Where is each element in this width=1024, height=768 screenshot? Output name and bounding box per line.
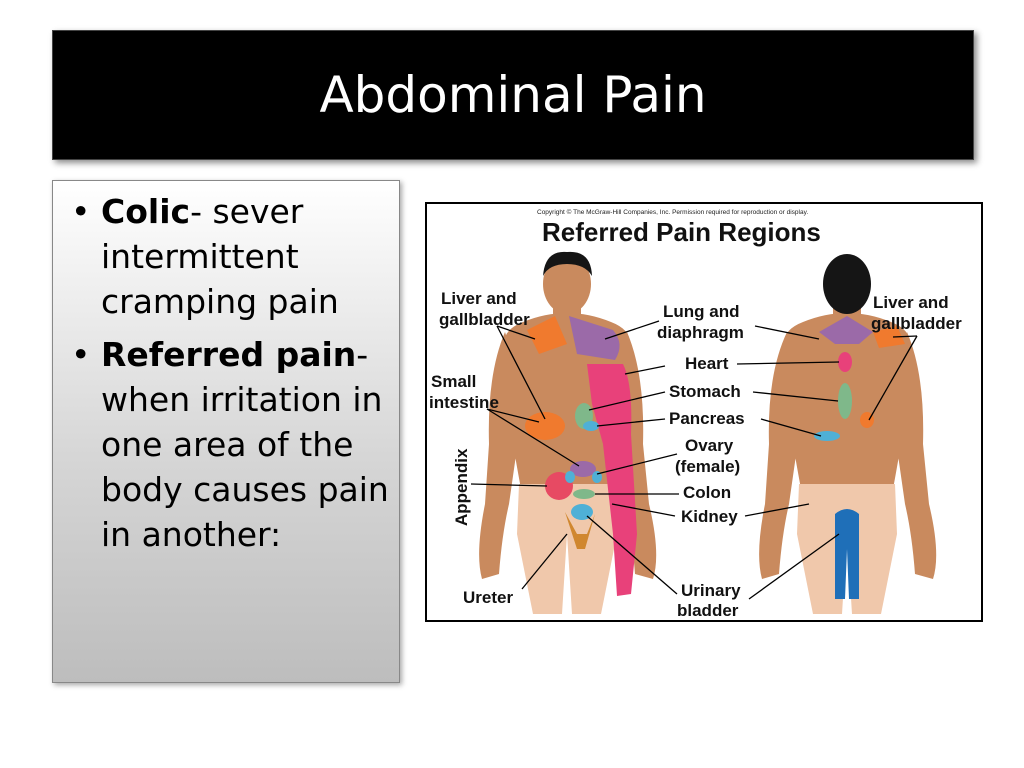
leader-line [748,533,840,600]
bullet-colic: • Colic- sever intermittent cramping pai… [71,189,389,324]
back-body [759,254,937,614]
label-appendix: Appendix [452,448,471,526]
label-lung: Lung and [663,302,739,321]
figure-title: Referred Pain Regions [542,217,821,247]
label-stomach: Stomach [669,382,741,401]
leader-lines [470,320,918,600]
label-urinary-bladder: Urinary [681,581,741,600]
front-liver-region [525,412,565,440]
front-hair [543,251,592,276]
leader-line [754,325,820,340]
bullet-referred-pain: • Referred pain- when irritation in one … [71,332,389,557]
back-head [823,254,871,314]
title-bar: Abdominal Pain [52,30,974,160]
label-ovary: (female) [675,457,740,476]
figure-labels: Liver and gallbladder Lung and diaphragm… [429,289,962,620]
front-lung-region [569,316,620,360]
label-kidney: Kidney [681,507,738,526]
label-ureter: Ureter [463,588,513,607]
leader-line [604,320,660,340]
label-liver-front: Liver and [441,289,517,308]
leader-line [596,453,678,475]
label-lung: diaphragm [657,323,744,342]
leader-line [486,408,580,467]
front-body [479,251,657,614]
leader-line [892,335,918,338]
front-pancreas-region [583,421,599,431]
label-colon: Colon [683,483,731,502]
leader-line [588,391,666,411]
label-small-intestine: Small [431,372,476,391]
label-ovary: Ovary [685,436,734,455]
leader-line [736,361,840,365]
slide-title: Abdominal Pain [319,66,707,124]
text-box: • Colic- sever intermittent cramping pai… [52,180,400,683]
back-hips [797,484,897,614]
leader-line [744,503,810,517]
leader-line [486,408,540,423]
back-kidney-region [835,509,859,599]
label-urinary-bladder: bladder [677,601,739,620]
bullet-dot: • [71,192,91,231]
referred-pain-figure: Copyright © The McGraw-Hill Companies, I… [425,202,983,622]
leader-line [470,483,548,487]
front-torso [504,313,630,494]
bullet-list: • Colic- sever intermittent cramping pai… [53,181,399,557]
leader-line [868,335,918,421]
colon-region [573,489,595,499]
front-shoulder-liver-region [527,316,567,354]
leader-line [760,418,822,437]
copyright-text: Copyright © The McGraw-Hill Companies, I… [537,208,808,216]
label-small-intestine: intestine [429,393,499,412]
bullet-dot: • [71,335,91,374]
leader-line [624,365,666,375]
leader-line [586,515,678,595]
bullet-text: - sever intermittent cramping pain [101,192,339,321]
leader-line [596,418,666,427]
back-pancreas-region [814,431,840,441]
label-liver-back: Liver and [873,293,949,312]
leader-line [496,325,546,420]
front-head [543,254,591,314]
front-hips [517,484,617,614]
back-heart-region [838,352,852,372]
referred-pain-diagram: Copyright © The McGraw-Hill Companies, I… [429,208,962,620]
bullet-text: - when irritation in one area of the bod… [101,335,389,554]
leader-line [611,503,676,517]
back-stomach-region [838,383,852,419]
bullet-term: Colic [101,192,191,231]
label-heart: Heart [685,354,729,373]
bullet-term: Referred pain [101,335,357,374]
label-pancreas: Pancreas [669,409,745,428]
ovary-left-dot [565,471,575,483]
back-liver-region [860,412,874,428]
heart-arm-region [587,364,637,596]
back-shoulder-liver-region [873,326,905,348]
leader-line [521,533,568,590]
back-lung-region [819,316,873,344]
label-liver-back: gallbladder [871,314,962,333]
ureter-region [565,512,595,549]
label-liver-front: gallbladder [439,310,530,329]
leader-line [496,325,536,340]
leader-line [752,391,839,402]
